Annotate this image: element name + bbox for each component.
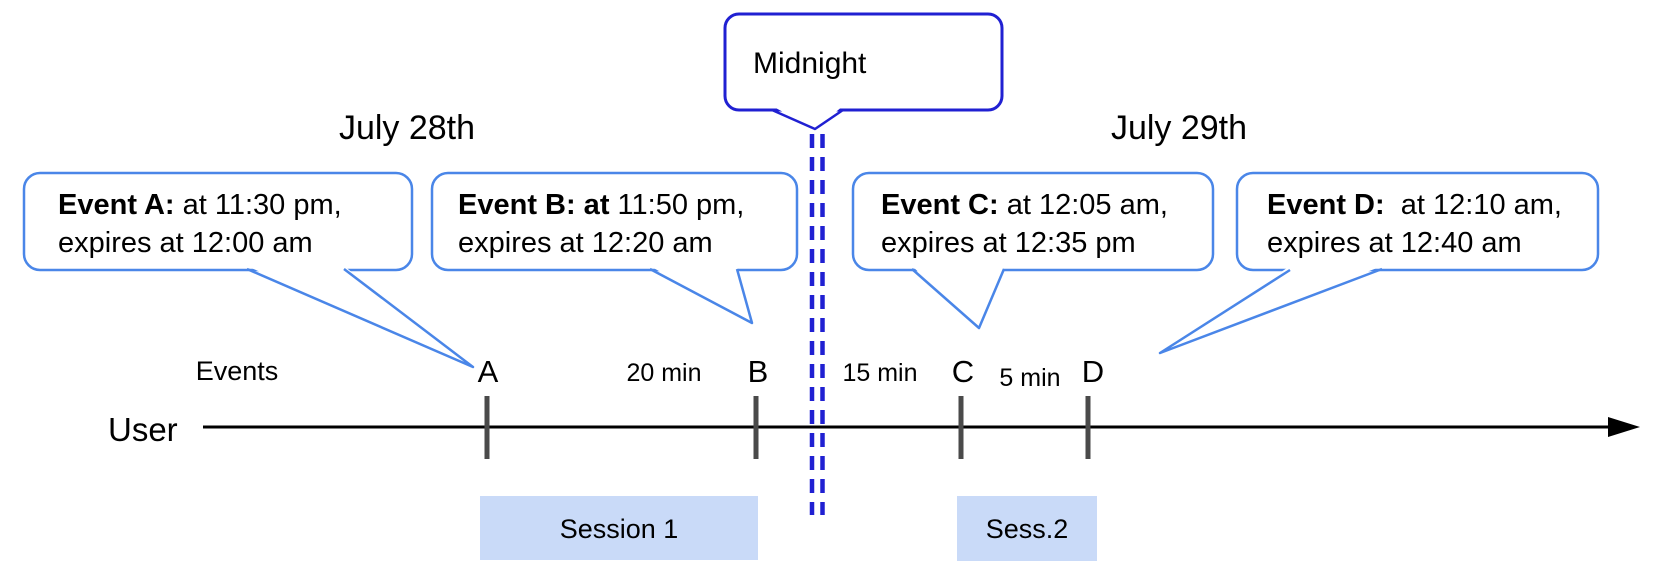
tick-label-a: A — [478, 354, 499, 389]
event-b-bubble-tail — [649, 267, 754, 325]
event-c-bubble-tail-fill — [912, 266, 1004, 328]
user-axis-label: User — [108, 411, 178, 448]
tick-label-c: C — [952, 354, 974, 389]
event-b-bubble-box — [430, 171, 799, 272]
event-b-text-line2: expires at 12:20 am — [458, 227, 713, 259]
event-d-text-line2: expires at 12:40 am — [1267, 227, 1522, 259]
events-axis-label: Events — [196, 356, 279, 386]
event-a-title: Event A: — [58, 189, 175, 221]
event-a-bubble: Event A: at 11:30 pm, expires at 12:00 a… — [22, 171, 475, 369]
session-1-box — [480, 496, 758, 560]
midnight-callout-box — [723, 12, 1004, 112]
event-d-title: Event D: — [1267, 189, 1385, 221]
event-a-text-line2: expires at 12:00 am — [58, 227, 313, 259]
event-a-bubble-box — [22, 171, 414, 272]
event-b-title: Event B: at — [458, 189, 610, 221]
user-timeline — [203, 417, 1640, 437]
tick-label-d: D — [1082, 354, 1104, 389]
date-label-july-28: July 28th — [339, 109, 475, 147]
event-d-time: at 12:10 am, — [1385, 189, 1562, 221]
event-c-title: Event C: — [881, 189, 999, 221]
event-c-text-line1: Event C: at 12:05 am, — [881, 189, 1168, 221]
event-b-text-line1: Event B: at 11:50 pm, — [458, 189, 744, 221]
event-d-bubble: Event D: at 12:10 am, expires at 12:40 a… — [1158, 171, 1600, 355]
timeline-arrow-icon — [1608, 417, 1640, 437]
interval-label-20min: 20 min — [626, 359, 701, 387]
session-2-box — [957, 496, 1097, 561]
event-b-bubble: Event B: at 11:50 pm, expires at 12:20 a… — [430, 171, 799, 325]
session-2-label: Sess.2 — [986, 514, 1069, 544]
session-1-label: Session 1 — [560, 514, 679, 544]
event-d-bubble-box — [1235, 171, 1600, 272]
event-c-bubble-box — [851, 171, 1215, 272]
date-label-july-29: July 29th — [1111, 109, 1247, 147]
event-a-time: at 11:30 pm, — [175, 189, 342, 221]
event-c-time: at 12:05 am, — [999, 189, 1168, 221]
event-a-text-line1: Event A: at 11:30 pm, — [58, 189, 342, 221]
event-b-time: 11:50 pm, — [609, 189, 744, 221]
event-c-bubble-tail — [911, 268, 1006, 330]
midnight-callout: Midnight — [723, 12, 1004, 131]
session-1: Session 1 — [480, 496, 758, 560]
event-c-bubble: Event C: at 12:05 am, expires at 12:35 p… — [851, 171, 1215, 330]
midnight-divider — [809, 134, 825, 515]
event-d-text-line1: Event D: at 12:10 am, — [1267, 189, 1562, 221]
event-c-text-line2: expires at 12:35 pm — [881, 227, 1136, 259]
tick-label-b: B — [748, 354, 769, 389]
interval-label-15min: 15 min — [842, 359, 917, 387]
midnight-label: Midnight — [753, 47, 867, 80]
session-2: Sess.2 — [957, 496, 1097, 561]
midnight-callout-tail-fill — [772, 106, 843, 129]
interval-label-5min: 5 min — [999, 364, 1060, 392]
midnight-callout-tail — [771, 108, 844, 131]
event-a-bubble-tail — [246, 267, 475, 369]
event-d-bubble-tail — [1158, 267, 1383, 355]
